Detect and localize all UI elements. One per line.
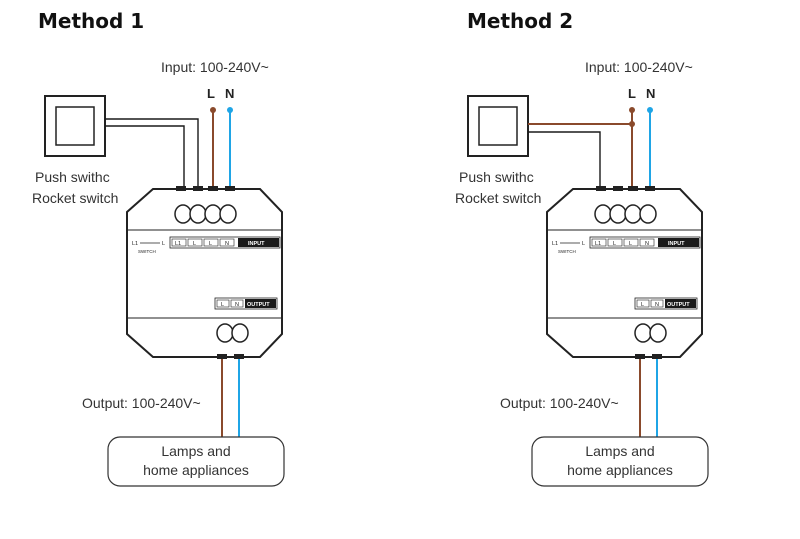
method-2-output-tag: OUTPUT (667, 302, 690, 308)
method-1-output-tag: OUTPUT (247, 302, 270, 308)
method-2-in-term-2: L (613, 241, 616, 247)
method-1-in-term-1: L1 (175, 241, 181, 247)
method-1-load-label-1: Lamps and (161, 443, 230, 459)
method-2-live-label: L (628, 86, 636, 101)
method-2-sch-l1: L1 (552, 241, 558, 247)
method-1-live-dot (210, 107, 216, 113)
method-1-sch-l: L (162, 241, 165, 247)
method-2-switch-label-2: Rocket switch (455, 190, 541, 206)
method-1-input-tag: INPUT (248, 241, 265, 247)
method-2-neutral-label: N (646, 86, 655, 101)
method-1-in-term-3: L (209, 241, 212, 247)
method-2-wall-switch (467, 95, 529, 157)
method-2-sch-l: L (582, 241, 585, 247)
method-2-out-term-1: L (641, 302, 644, 308)
method-1-switch-label-1: Push swithc (35, 169, 110, 185)
method-1-input-label: Input: 100-240V~ (161, 59, 269, 75)
method-2-live-dot (629, 107, 635, 113)
method-1-output-label: Output: 100-240V~ (82, 395, 201, 411)
method-2-load-label-2: home appliances (567, 462, 673, 478)
method-1-live-label: L (207, 86, 215, 101)
method-2-input-tag: INPUT (668, 241, 685, 247)
method-2-module: L1 L SWITCH L1 L L N INPUT L N OUTPUT (546, 186, 703, 359)
method-2-in-term-1: L1 (595, 241, 601, 247)
method-2-title: Method 2 (467, 9, 573, 33)
method-2-sch-caption: SWITCH (558, 249, 576, 254)
method-1-load-box (107, 436, 285, 487)
method-1-neutral-label: N (225, 86, 234, 101)
method-1-in-term-2: L (193, 241, 196, 247)
method-2-neutral-dot (647, 107, 653, 113)
method-1-diagram: Method 1 Input: 100-240V~ L N Push swith… (32, 9, 285, 487)
method-1-module: L1 L SWITCH L1 L L N INPUT L N OUTPUT (126, 186, 283, 359)
method-2-diagram: Method 2 Input: 100-240V~ L N Push swith… (455, 9, 709, 487)
method-1-out-term-1: L (221, 302, 224, 308)
method-1-title: Method 1 (38, 9, 144, 33)
method-2-output-label: Output: 100-240V~ (500, 395, 619, 411)
method-1-out-term-2: N (235, 302, 239, 308)
method-1-load-label-2: home appliances (143, 462, 249, 478)
method-1-switch-label-2: Rocket switch (32, 190, 118, 206)
method-1-in-term-4: N (225, 241, 229, 247)
method-2-switch-label-1: Push swithc (459, 169, 534, 185)
method-2-in-term-3: L (629, 241, 632, 247)
method-2-input-label: Input: 100-240V~ (585, 59, 693, 75)
method-2-switch-l1-wire (528, 131, 601, 189)
method-2-load-box (531, 436, 709, 487)
method-1-switch-wires (105, 118, 199, 189)
method-1-wall-switch (44, 95, 106, 157)
method-1-neutral-dot (227, 107, 233, 113)
method-1-sch-caption: SWITCH (138, 249, 156, 254)
method-2-in-term-4: N (645, 241, 649, 247)
method-1-sch-l1: L1 (132, 241, 138, 247)
method-2-load-label-1: Lamps and (585, 443, 654, 459)
method-2-out-term-2: N (655, 302, 659, 308)
